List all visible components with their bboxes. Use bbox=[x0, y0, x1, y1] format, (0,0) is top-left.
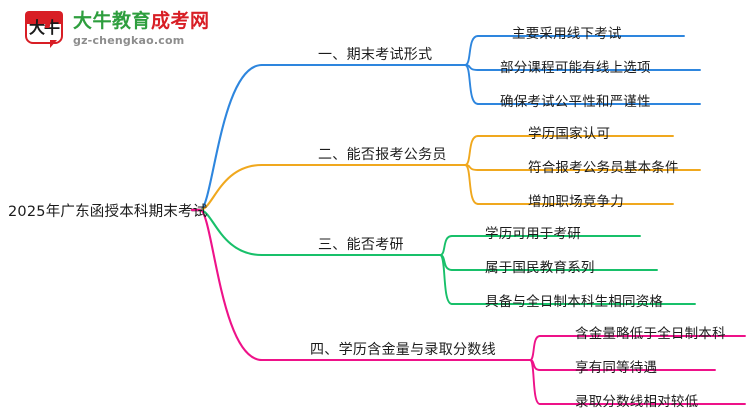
mindmap-leaf-node[interactable]: 学历可用于考研 bbox=[485, 226, 581, 242]
mindmap-leaf-node[interactable]: 学历国家认可 bbox=[528, 126, 611, 142]
mindmap-leaf-node[interactable]: 确保考试公平性和严谨性 bbox=[500, 94, 651, 110]
logo-bubble-top-shape bbox=[25, 11, 63, 24]
mindmap-leaf-node[interactable]: 符合报考公务员基本条件 bbox=[528, 160, 679, 176]
logo-title: 大牛教育成考网 bbox=[73, 12, 210, 31]
mindmap-leaf-node[interactable]: 主要采用线下考试 bbox=[512, 26, 622, 42]
logo-mark-icon: 大牛 bbox=[24, 9, 66, 49]
mindmap-branch-node[interactable]: 三、能否考研 bbox=[318, 237, 404, 253]
mindmap-leaf-node[interactable]: 增加职场竞争力 bbox=[528, 194, 624, 210]
mindmap-leaf-node[interactable]: 具备与全日制本科生相同资格 bbox=[485, 294, 664, 310]
mindmap-leaf-node[interactable]: 属于国民教育系列 bbox=[485, 260, 595, 276]
mindmap-branch-group bbox=[198, 35, 701, 212]
mindmap-branch-group bbox=[198, 208, 696, 305]
mindmap-branch-group bbox=[198, 208, 746, 405]
mindmap-branch-node[interactable]: 四、学历含金量与录取分数线 bbox=[310, 342, 496, 358]
logo-title-primary: 大牛教育 bbox=[73, 10, 152, 32]
logo-wordmark: 大牛教育成考网 gz-chengkao.com bbox=[73, 12, 210, 47]
logo-title-secondary: 成考网 bbox=[151, 10, 210, 32]
mindmap-leaf-node[interactable]: 部分课程可能有线上选项 bbox=[500, 60, 651, 76]
mindmap-branch-node[interactable]: 二、能否报考公务员 bbox=[318, 147, 447, 163]
logo-bubble-tail-shape bbox=[50, 40, 57, 48]
mindmap-branch-group bbox=[198, 135, 701, 212]
logo-mark-text: 大牛 bbox=[24, 18, 64, 38]
mindmap-branch-node[interactable]: 一、期末考试形式 bbox=[318, 47, 433, 63]
logo-subtitle: gz-chengkao.com bbox=[73, 34, 185, 47]
mindmap-leaf-node[interactable]: 含金量略低于全日制本科 bbox=[575, 326, 726, 342]
site-logo: 大牛 大牛教育成考网 gz-chengkao.com bbox=[24, 6, 214, 52]
mindmap-leaf-node[interactable]: 享有同等待遇 bbox=[575, 360, 658, 376]
mindmap-root-node[interactable]: 2025年广东函授本科期末考试 bbox=[8, 204, 208, 220]
mindmap-leaf-node[interactable]: 录取分数线相对较低 bbox=[575, 394, 699, 410]
